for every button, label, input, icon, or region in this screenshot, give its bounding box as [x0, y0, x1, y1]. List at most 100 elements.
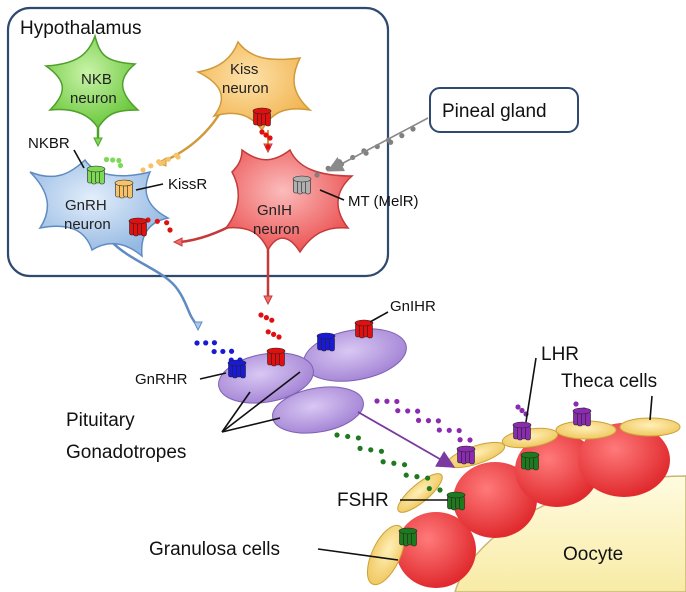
lh-molecule — [405, 408, 411, 414]
lh-molecule — [374, 398, 380, 404]
gnih-molecule — [265, 144, 271, 150]
melatonin-molecule — [325, 165, 331, 171]
lh-receptor — [456, 445, 476, 465]
gnrh-molecule — [211, 340, 218, 346]
mt-melr-label: MT (MelR) — [348, 193, 419, 210]
gnih-molecule — [258, 312, 264, 318]
nkb-neuron-label: NKB — [81, 71, 112, 88]
lh-molecule — [446, 427, 452, 433]
fsh-molecule — [357, 445, 363, 451]
lh-molecule — [519, 407, 525, 414]
lhr-label: LHR — [541, 344, 579, 365]
kisspeptin-molecule — [148, 163, 154, 169]
pituitary-leader — [221, 371, 301, 433]
gnih-neuron — [224, 148, 354, 254]
granulosa-cell — [515, 433, 599, 507]
neurokinin-b-molecule — [103, 156, 110, 163]
lh-molecule — [384, 398, 390, 404]
lh-molecule — [394, 398, 400, 405]
nkb-axon-terminal — [93, 137, 103, 148]
gnihr-leader — [369, 311, 389, 323]
theca-cell — [366, 524, 406, 586]
fsh-molecule — [378, 448, 385, 454]
granulosa-cells — [396, 423, 670, 588]
gnrh-receptor — [227, 359, 247, 379]
lh-molecule — [435, 418, 441, 424]
fsh-molecule — [425, 475, 431, 481]
fsh-molecule — [401, 462, 408, 468]
nkb-receptor — [86, 165, 106, 185]
gnih-neuron-label-2: neuron — [253, 221, 300, 238]
fsh-molecule — [403, 472, 409, 478]
kissr-label: KissR — [168, 176, 207, 193]
gnrh-axon-terminal — [193, 321, 203, 332]
gonadotropes-label: Gonadotropes — [66, 442, 186, 463]
lhr-leader — [525, 357, 537, 423]
signal-molecules — [103, 126, 587, 493]
lh-molecule — [467, 437, 473, 443]
gnih-receptor — [354, 319, 374, 339]
gnrh-molecule — [194, 340, 200, 346]
theca-cell — [619, 417, 681, 437]
fsh-receptor — [520, 451, 540, 471]
lh-receptor — [572, 407, 592, 427]
lh-molecule — [425, 418, 432, 424]
kiss-receptor — [114, 179, 134, 199]
fsh-molecule — [426, 485, 432, 492]
pituitary-leader — [221, 391, 251, 433]
gnrhr-label: GnRHR — [135, 371, 188, 388]
melatonin-arrow — [327, 117, 429, 172]
lh-molecule — [456, 427, 462, 434]
fsh-molecule — [437, 487, 443, 493]
fsh-molecule — [345, 433, 351, 440]
nkbr-leader — [73, 149, 85, 169]
fsh-molecule — [391, 460, 397, 466]
fsh-receptor — [398, 527, 418, 547]
kiss-neuron-label-2: neuron — [222, 80, 269, 97]
nkb-neuron — [43, 33, 140, 130]
nkbr-label: NKBR — [28, 135, 70, 152]
gnrh-molecule — [228, 348, 235, 354]
theca-cell — [397, 473, 443, 513]
kisspeptin-molecule — [157, 160, 164, 167]
gnih-molecule — [276, 334, 282, 340]
pineal-gland-box — [429, 87, 579, 133]
gnrh-molecule — [203, 340, 209, 346]
lh-molecule — [515, 404, 521, 410]
pituitary-label: Pituitary — [66, 410, 135, 431]
neurokinin-b-molecule — [117, 162, 124, 169]
oocyte-label: Oocyte — [563, 544, 623, 565]
gnih-neuron-label: GnIH — [257, 202, 292, 219]
gonadotrope-cell — [272, 386, 364, 434]
lh-molecule — [436, 427, 442, 433]
melatonin-receptor — [292, 175, 312, 195]
gnih-molecule — [263, 315, 269, 321]
kissr-leader — [135, 183, 164, 191]
gonadotropin-arrow — [357, 411, 456, 468]
kisspeptin-molecule — [165, 156, 171, 162]
gnih-molecule — [269, 317, 275, 323]
pituitary-gonadotropes — [218, 328, 407, 434]
fshr-label: FSHR — [337, 490, 389, 511]
fsh-molecule — [380, 459, 386, 465]
gnrh-neuron-label-2: neuron — [64, 216, 111, 233]
theca-leader — [649, 395, 653, 421]
kiss-neuron-label: Kiss — [230, 61, 258, 78]
hypothalamus-label: Hypothalamus — [20, 18, 141, 39]
fsh-molecule — [355, 435, 361, 441]
gnihr-label: GnIHR — [390, 298, 436, 315]
gnrh-receptor — [316, 332, 336, 352]
pituitary-leader — [221, 417, 281, 433]
gnih-molecule — [263, 132, 269, 138]
lh-molecule — [395, 408, 401, 414]
gnih-release-site — [252, 107, 272, 127]
lh-molecule — [457, 437, 463, 443]
fsh-molecule — [414, 474, 420, 480]
gnih-molecule — [271, 331, 277, 337]
gnih-receptor-on-gnrh — [128, 217, 148, 237]
gnrh-axon — [109, 239, 199, 327]
label-leader-lines — [73, 149, 653, 561]
neurokinin-b-molecule — [110, 157, 116, 163]
gnih-molecule — [167, 227, 173, 233]
